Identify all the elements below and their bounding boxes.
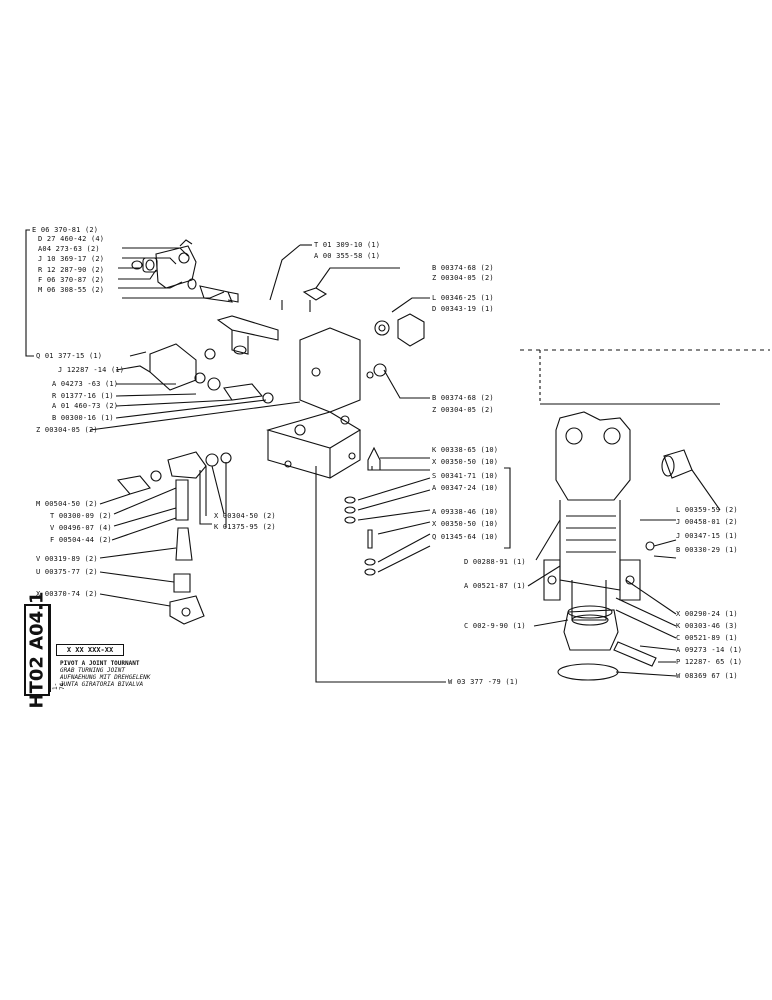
- label-a01460: A 01 460-73 (2): [52, 402, 119, 410]
- title-description: PIVOT A JOINT TOURNANT GRAB TURNING JOIN…: [60, 660, 150, 688]
- label-u00375: U 00375-77 (2): [36, 568, 98, 576]
- label-b00300: B 00300-16 (1): [52, 414, 114, 422]
- label-x00290: X 00290-24 (1): [676, 610, 738, 618]
- label-a00521: A 00521-87 (1): [464, 582, 526, 590]
- label-a00355: A 00 355-58 (1): [314, 252, 381, 260]
- label-j00458: J 00458-01 (2): [676, 518, 738, 526]
- label-d00288: D 00288-91 (1): [464, 558, 526, 566]
- group-bracket-left: [25, 229, 34, 357]
- title-en: GRAB TURNING JOINT: [60, 667, 126, 674]
- label-t00300: T 00300-09 (2): [50, 512, 112, 520]
- label-d27460: D 27 460-42 (4): [38, 235, 105, 243]
- swivel-body: [299, 327, 361, 413]
- reference-number: X XX XXX-XX: [56, 644, 124, 656]
- sheet-code-box: HT02 A04.1: [24, 592, 50, 709]
- yoke-body: [555, 411, 631, 501]
- label-j00347: J 00347-15 (1): [676, 532, 738, 540]
- label-w03377: W 03 377 -79 (1): [448, 678, 519, 686]
- label-f00504: F 00504-44 (2): [50, 536, 112, 544]
- label-z00304-a: Z 00304-05 (2): [36, 426, 98, 434]
- elbow-block-top: [155, 245, 197, 289]
- label-b00374-a: B 00374-68 (2): [432, 264, 494, 272]
- label-r01377: R 01377-16 (1): [52, 392, 114, 400]
- label-m06308: M 06 308-55 (2): [38, 286, 105, 294]
- label-q01377: Q 01 377-15 (1): [36, 352, 103, 360]
- label-v00319: V 00319-89 (2): [36, 555, 98, 563]
- title-fr: PIVOT A JOINT TOURNANT: [60, 660, 140, 667]
- label-a04273-63: A04 273-63 (2): [38, 245, 100, 253]
- label-e06370: E 06 370-81 (2): [32, 226, 99, 234]
- label-q01345: Q 01345-64 (10): [432, 533, 499, 541]
- label-l00346: L 00346-25 (1): [432, 294, 494, 302]
- label-z00304-b: Z 00304-05 (2): [432, 274, 494, 282]
- label-a00347: A 00347-24 (10): [432, 484, 499, 492]
- label-d00343: D 00343-19 (1): [432, 305, 494, 313]
- label-x00350-b: X 00350-50 (10): [432, 520, 499, 528]
- label-a09273: A 09273 -14 (1): [676, 646, 743, 654]
- label-f06370: F 06 370-87 (2): [38, 276, 105, 284]
- label-l00359: L 00359-59 (2): [676, 506, 738, 514]
- label-w08369: W 08369 67 (1): [676, 672, 738, 680]
- label-b00374-b: B 00374-68 (2): [432, 394, 494, 402]
- elbow-block-middle: [149, 343, 197, 391]
- title-de: AUFNAEHUNG MIT DREHGELENK: [60, 674, 151, 681]
- label-x00370: X 00370-74 (2): [36, 590, 98, 598]
- label-a09338: A 09338-46 (10): [432, 508, 499, 516]
- label-x00350-a: X 00350-50 (10): [432, 458, 499, 466]
- label-k01375: K 01375-95 (2): [214, 523, 276, 531]
- title-it: JUNTA GIRATORIA BIVALVA: [60, 681, 144, 688]
- label-j10369: J 10 369-17 (2): [38, 255, 105, 263]
- label-m00504: M 00504-50 (2): [36, 500, 98, 508]
- label-k00338: K 00338-65 (10): [432, 446, 499, 454]
- label-c00249: C 002-9-90 (1): [464, 622, 526, 630]
- label-t01309: T 01 309-10 (1): [314, 241, 381, 249]
- label-x00304: X 00304-50 (2): [214, 512, 276, 520]
- label-r12287: R 12 287-90 (2): [38, 266, 105, 274]
- label-v00496: V 00496-07 (4): [50, 524, 112, 532]
- label-z00304-c: Z 00304-05 (2): [432, 406, 494, 414]
- label-p12287: P 12287- 65 (1): [676, 658, 743, 666]
- sheet-code: HT02 A04.1: [26, 591, 48, 709]
- label-b00330: B 00330-29 (1): [676, 546, 738, 554]
- label-k00303: K 00303-46 (3): [676, 622, 738, 630]
- title-divider: [50, 604, 51, 692]
- label-a04273-61: A 04273 -63 (1): [52, 380, 119, 388]
- label-c00521: C 00521-89 (1): [676, 634, 738, 642]
- label-j12287: J 12287 -14 (1): [58, 366, 125, 374]
- label-s00341: S 00341-71 (10): [432, 472, 499, 480]
